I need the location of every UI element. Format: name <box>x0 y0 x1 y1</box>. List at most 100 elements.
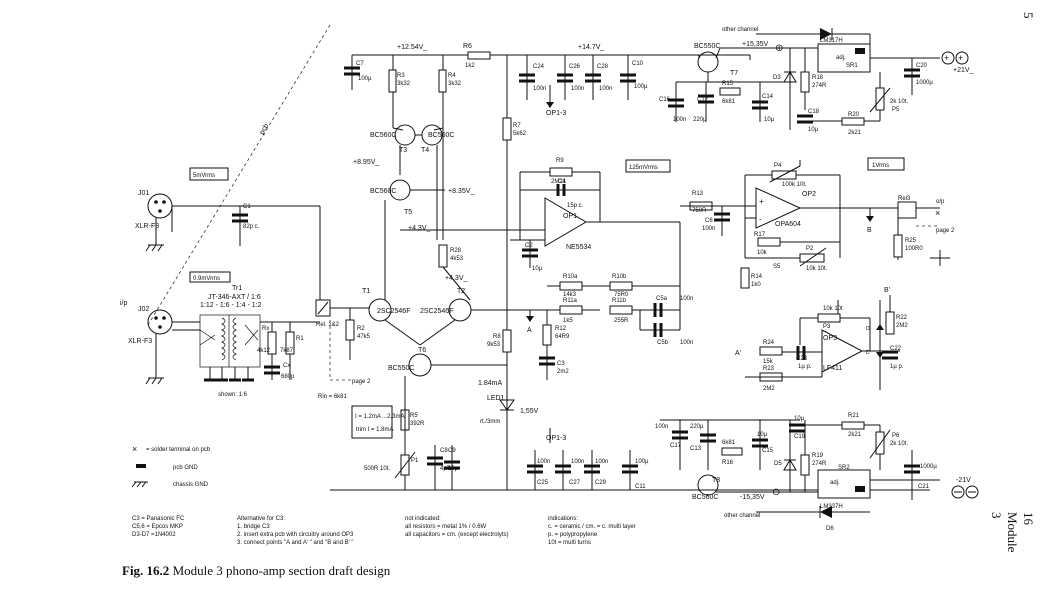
c18-label: C18 <box>808 109 820 115</box>
v155: 1,55V <box>520 408 539 415</box>
box-1vrms-text: 1Vrms <box>872 163 889 169</box>
r21-resistor <box>841 421 865 430</box>
bc560-c: BC560C <box>370 188 396 195</box>
c26-label: C26 <box>569 64 581 70</box>
svg-text:+: + <box>958 53 963 63</box>
page2-right: page 2 <box>936 228 955 234</box>
c29-value: 100n <box>595 459 608 465</box>
pos21-terminal-b <box>955 51 969 65</box>
bc560-a: BC560C <box>370 132 396 139</box>
r25-value: 100R0 <box>905 246 923 252</box>
rx-value: 4k12 <box>257 348 271 354</box>
figure-number: Fig. 16.2 <box>122 563 170 578</box>
c5b-label: C5b <box>657 340 669 346</box>
op2-opamp <box>755 187 802 229</box>
r2-label: R2 <box>357 326 365 332</box>
c15-label: C15 <box>762 448 774 454</box>
c3-label: C3 <box>557 361 565 367</box>
c24-value: 100n <box>533 86 546 92</box>
svg-text:+: + <box>759 197 764 206</box>
p5-value: 2k 10t. <box>890 99 908 105</box>
p1-value: 500R 10t. <box>364 466 390 472</box>
op1-label: OP1 <box>563 213 577 220</box>
lf411: LF411 <box>823 365 842 372</box>
r11a-label: R11a <box>563 298 578 304</box>
Bprime-point: B' <box>884 287 890 294</box>
r16-label: R16 <box>722 460 734 466</box>
p3-trimmer <box>817 313 841 323</box>
c1-label: C1 <box>243 204 251 210</box>
r23-value: 2M2 <box>763 386 775 392</box>
r22-resistor <box>885 311 895 335</box>
c10-label: C10 <box>632 61 644 67</box>
rx-resistor <box>267 331 277 355</box>
chapter-header: 16 Module 3 <box>989 512 1036 553</box>
rail-43b: +4.3V_ <box>445 275 467 282</box>
c21-value: 1000µ <box>920 464 937 470</box>
t5-label: T5 <box>404 209 412 216</box>
r19-value: 274R <box>812 461 827 467</box>
r28-label: R28 <box>450 248 462 254</box>
r23-label: R23 <box>763 366 775 372</box>
op1-3-bottom: OP1-3 <box>546 435 566 442</box>
c5b-value: 100n <box>680 340 693 346</box>
r18-value: 274R <box>812 83 827 89</box>
p5-label: P5 <box>892 107 900 113</box>
other-channel-top: other channel <box>722 27 758 33</box>
r12-label: R12 <box>555 326 567 332</box>
c29-label: C29 <box>595 480 607 486</box>
r5-value: 392R <box>410 421 425 427</box>
r13-value: 750R <box>692 208 707 214</box>
c28-label: C28 <box>597 64 609 70</box>
c22-label: C22 <box>890 346 902 352</box>
lm317-label: LM317H <box>820 38 843 44</box>
j02-connector <box>147 309 173 335</box>
r22-value: 2M2 <box>896 323 908 329</box>
rail-1535m: -15,35V <box>740 494 765 501</box>
c14-label: C14 <box>762 94 774 100</box>
c27-value: 100n <box>571 459 584 465</box>
r16-resistor <box>721 447 743 456</box>
Aprime-point: A' <box>735 350 741 357</box>
sr1-label: SR1 <box>846 63 858 69</box>
c7-value: 100µ <box>358 76 372 82</box>
bc550-b: BC550C <box>388 365 414 372</box>
j02-label: J02 <box>138 306 149 313</box>
r19-resistor <box>800 454 810 476</box>
p4-value: 100k 10t. <box>782 182 807 188</box>
r3-label: R3 <box>397 73 405 79</box>
r10a-resistor <box>559 281 583 291</box>
r21-value: 2k21 <box>848 432 862 438</box>
r12-resistor <box>542 324 552 346</box>
r17-value: 10k <box>757 250 768 256</box>
r15-label: R15 <box>722 81 734 87</box>
c19-value: 10µ <box>794 416 805 422</box>
c16-label: C16 <box>659 97 671 103</box>
c11-value: 100µ <box>635 459 649 465</box>
r21-label: R21 <box>848 413 860 419</box>
op2-label: OP2 <box>802 191 816 198</box>
r24-resistor <box>759 346 783 356</box>
d-a-label: D <box>866 326 870 332</box>
c25-value: 100n <box>537 459 550 465</box>
tr1-transformer <box>199 314 261 368</box>
note1-line3: D3-D7 =1N4002 <box>132 532 176 538</box>
r14-value: 1k0 <box>751 282 761 288</box>
box-5mvrms <box>189 167 229 181</box>
c23-label: C23 <box>796 356 808 362</box>
r13-label: R13 <box>692 191 704 197</box>
t3-label: T3 <box>399 147 407 154</box>
bc560-b: BC560C <box>428 132 454 139</box>
c1-value: 82p c. <box>243 224 260 230</box>
rail-43a: +4.3V_ <box>408 225 430 232</box>
note3-line1: not indicated: <box>405 516 441 522</box>
note4-line4: 10t = multi turns <box>548 540 591 546</box>
r7-value: 5k62 <box>513 131 527 137</box>
r18-label: R18 <box>812 75 824 81</box>
r10a-label: R10a <box>563 274 578 280</box>
page2-left: page 2 <box>352 379 371 385</box>
r5-label: R5 <box>410 413 418 419</box>
p1-label: P1 <box>411 458 419 464</box>
c4-value: 15p c. <box>567 203 584 209</box>
c13-label: C13 <box>690 446 702 452</box>
